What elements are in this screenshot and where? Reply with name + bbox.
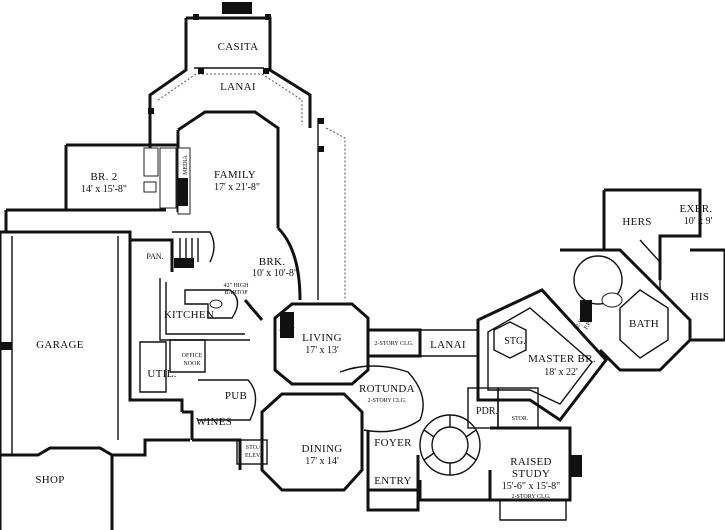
raised-study-label-line1: RAISED — [510, 456, 552, 468]
bath-label: BATH — [629, 318, 659, 330]
br2-label: BR. 2 — [90, 171, 117, 183]
pub-bar — [198, 379, 257, 421]
stg-octagon — [493, 321, 527, 359]
pan-label: PAN. — [146, 252, 163, 261]
brk-bay — [276, 226, 302, 301]
master-br-wall — [476, 288, 608, 423]
kitchen-structure — [130, 226, 302, 341]
dining-size: 17' x 14' — [305, 456, 339, 467]
raised-study-label-line2: STUDY — [512, 468, 550, 480]
family-label: FAMILY — [214, 169, 256, 181]
his-label: HIS — [691, 291, 710, 303]
br2-size: 14' x 15'-8" — [81, 184, 127, 195]
brk-size: 10' x 10'-8" — [252, 268, 298, 279]
rotunda-ring — [339, 365, 424, 433]
master-structure — [476, 188, 725, 423]
living-label: LIVING — [302, 332, 342, 344]
lanai-top-label: LANAI — [220, 81, 256, 93]
bath-octagon — [619, 289, 669, 359]
stg-label: STG. — [504, 336, 525, 347]
study-structure — [490, 426, 582, 521]
lanai-mid-label: LANAI — [430, 339, 466, 351]
rotunda-note: 2-STORY CLG. — [367, 398, 407, 404]
casita-wall-left — [148, 18, 188, 148]
rotunda-label: ROTUNDA — [359, 383, 415, 395]
sto-elev-label-line1: STO./ — [246, 445, 261, 451]
vanity — [159, 147, 177, 209]
foyer-label: FOYER — [374, 437, 412, 449]
living-size: 17' x 13' — [305, 345, 339, 356]
two-story-clg-label: 2-STORY CLG. — [374, 341, 414, 347]
living-wall — [273, 302, 370, 386]
casita-label: CASITA — [218, 41, 259, 53]
exer-size: 10' x 9' — [684, 216, 713, 227]
fireplace — [178, 178, 188, 206]
exer-label: EXER. — [680, 203, 713, 215]
br2-structure — [4, 143, 178, 232]
raised-study-note: 2-STORY CLG. — [511, 494, 551, 500]
pdr-label: PDR. — [476, 406, 498, 417]
entry-label: ENTRY — [374, 475, 412, 487]
brk-label: BRK. — [259, 256, 286, 268]
util-label: UTIL. — [147, 368, 176, 380]
core-structure — [260, 302, 479, 492]
shower — [143, 147, 159, 177]
casita-lanai-structure — [148, 2, 346, 300]
master-br-size: 18' x 22' — [544, 367, 578, 378]
stair — [172, 231, 215, 263]
hers-label: HERS — [622, 216, 651, 228]
sto-elev-label-line2: ELEV. — [245, 453, 262, 459]
dining-label: DINING — [302, 443, 343, 455]
living-fireplace — [280, 312, 294, 338]
stor-label: STOR. — [512, 416, 529, 422]
wines-label: WINES — [196, 416, 232, 428]
toilet — [143, 181, 157, 193]
room-labels: CASITA LANAI FAMILY 17' x 21'-8" MEDIA B… — [35, 41, 712, 500]
casita-chimney — [222, 2, 252, 14]
kitchen-label: KITCHEN — [164, 309, 214, 321]
office-nook-label-line1: OFFICE — [182, 353, 203, 359]
bartop-label-line2: BARTOP — [224, 290, 248, 296]
master-br-label: MASTER BR. — [528, 353, 596, 365]
utility-structure — [128, 330, 268, 470]
master-fireplace — [580, 300, 592, 322]
lanai-top-railing — [157, 73, 303, 125]
master-fp-label-line2: F.P. — [583, 320, 593, 331]
dining-wall — [260, 392, 364, 492]
office-nook-label-line2: NOOK — [183, 361, 201, 367]
family-wall — [177, 110, 280, 228]
casita-wall-right — [186, 16, 312, 128]
living-fp-label-line2: F.P. — [287, 325, 297, 336]
shop-label: SHOP — [35, 474, 64, 486]
bartop-label-line1: 42" HIGH — [224, 283, 250, 289]
garage-structure — [0, 230, 190, 530]
raised-study-size: 15'-6" x 15'-8" — [502, 481, 560, 492]
family-size: 17' x 21'-8" — [214, 182, 260, 193]
media-label: MEDIA — [183, 155, 189, 175]
office-nook-desk — [169, 339, 206, 373]
family-structure — [176, 110, 280, 228]
pub-label: PUB — [225, 390, 247, 402]
garage-label: GARAGE — [36, 339, 84, 351]
tub — [573, 255, 623, 305]
island — [184, 289, 239, 319]
